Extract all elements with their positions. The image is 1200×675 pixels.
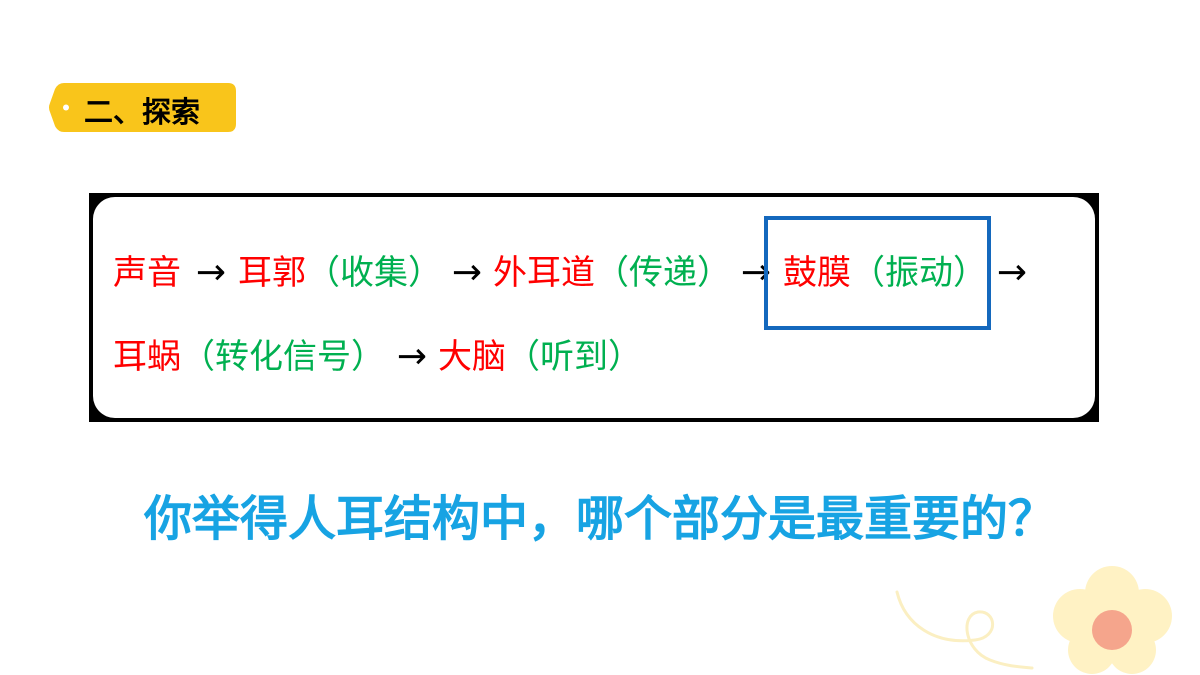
flow-frame-inner (93, 197, 1095, 418)
flow-function-hear: （听到） (506, 338, 642, 376)
flow-term-brain: 大脑 (438, 338, 506, 376)
flow-term-eardrum: 鼓膜 (783, 254, 851, 292)
section-tag-label: 二、探索 (84, 97, 201, 129)
flow-function-vibrate: （振动） (851, 254, 987, 292)
flow-arrow: → (396, 336, 428, 377)
flow-function-transmit: （传递） (595, 254, 731, 292)
eardrum-highlight-box (764, 216, 991, 330)
flow-term-auricle: 耳郭 (238, 254, 306, 292)
section-tag-shape (49, 83, 236, 132)
flow-function-collect: （收集） (306, 254, 442, 292)
flow-arrow: → (996, 252, 1028, 293)
flow-arrow: → (451, 252, 483, 293)
flow-function-convert-signal: （转化信号） (181, 338, 385, 376)
flow-term-sound: 声音 (113, 254, 181, 292)
curl-decoration (895, 590, 1034, 670)
flower-decoration (1053, 566, 1172, 674)
flow-term-ear-canal: 外耳道 (493, 254, 595, 292)
section-tag-dot (63, 104, 69, 111)
flower-center (1092, 610, 1132, 650)
flow-frame (89, 193, 1099, 422)
flow-arrow: → (195, 252, 227, 293)
question-text: 你举得人耳结构中，哪个部分是最重要的？ (143, 493, 1056, 546)
flow-term-cochlea: 耳蜗 (113, 338, 181, 376)
